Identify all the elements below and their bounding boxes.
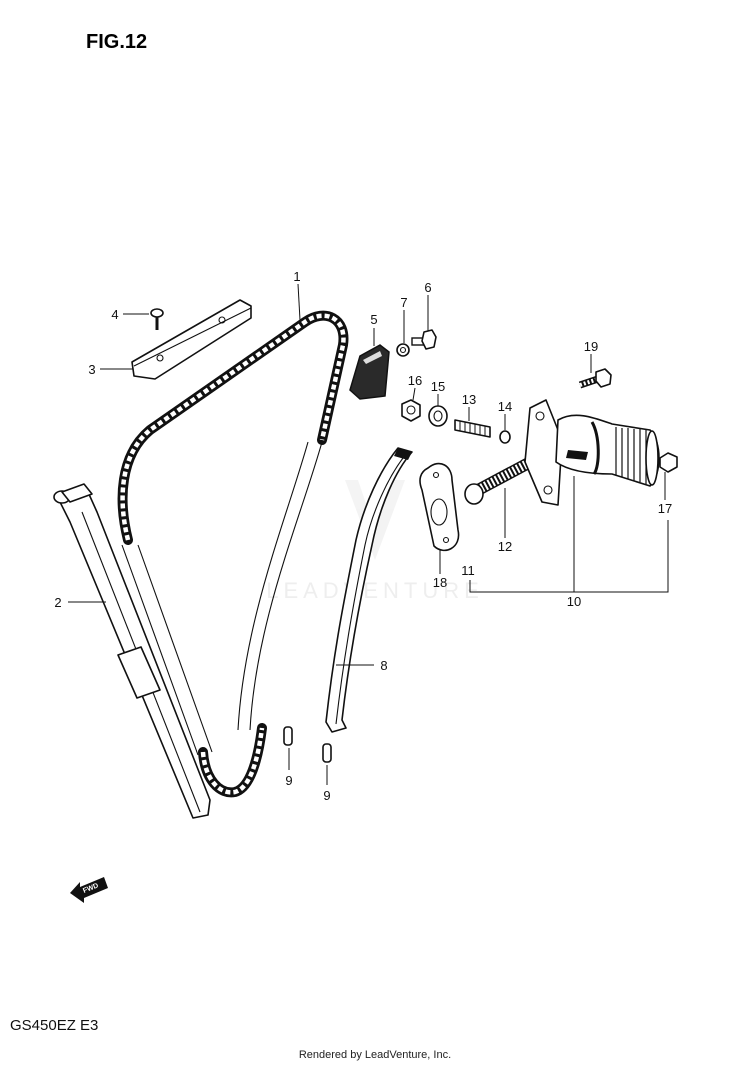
callout-3: 3 <box>88 362 95 377</box>
figure-title: FIG.12 <box>86 31 147 53</box>
part-15-washer <box>428 405 448 427</box>
model-code: GS450EZ E3 <box>10 1017 98 1034</box>
part-6-bolt <box>411 329 437 350</box>
callout-5: 5 <box>370 312 377 327</box>
callout-15: 15 <box>431 379 445 394</box>
callout-8: 8 <box>380 658 387 673</box>
callout-1: 1 <box>293 269 300 284</box>
footer-credit: Rendered by LeadVenture, Inc. <box>299 1049 451 1061</box>
part-13-stud <box>454 419 491 438</box>
callout-14: 14 <box>498 399 512 414</box>
part-5-damper-block <box>349 344 390 400</box>
watermark-text: LEADVENTURE <box>266 578 484 603</box>
part-14-ring <box>499 430 511 444</box>
callout-labels: 1 2 3 4 5 6 7 8 9 9 10 11 12 13 14 15 16… <box>54 269 672 803</box>
callout-7: 7 <box>400 295 407 310</box>
part-2-front-chain-guide <box>53 483 211 819</box>
callout-18: 18 <box>433 575 447 590</box>
part-10-tensioner-body <box>524 399 660 506</box>
part-16-nut <box>401 399 421 422</box>
leader-lines <box>68 283 669 785</box>
callout-13: 13 <box>462 392 476 407</box>
part-8-rear-chain-guide <box>325 447 413 733</box>
part-19-bolt <box>578 368 612 389</box>
part-1-cam-chain <box>117 310 349 798</box>
part-7-washer <box>396 343 410 357</box>
callout-4: 4 <box>111 307 118 322</box>
callout-11: 11 <box>461 563 475 578</box>
callout-6: 6 <box>424 280 431 295</box>
callout-19: 19 <box>584 339 598 354</box>
callout-10: 10 <box>567 594 581 609</box>
forward-arrow-icon: FWD <box>70 877 108 903</box>
callout-2: 2 <box>54 595 61 610</box>
part-18-gasket <box>419 462 460 552</box>
part-17-cap-nut <box>659 452 678 473</box>
callout-9a: 9 <box>285 773 292 788</box>
part-3-guide-plate <box>131 299 252 380</box>
part-9-pin <box>283 726 293 746</box>
watermark-logo: LEADVENTURE <box>266 480 484 603</box>
callout-12: 12 <box>498 539 512 554</box>
part-11-push-rod <box>464 483 484 505</box>
chain-hidden-run <box>121 441 323 756</box>
callout-16: 16 <box>408 373 422 388</box>
part-4-screw <box>150 308 164 330</box>
callout-9b: 9 <box>323 788 330 803</box>
part-9-pin <box>322 743 332 763</box>
callout-17: 17 <box>658 501 672 516</box>
